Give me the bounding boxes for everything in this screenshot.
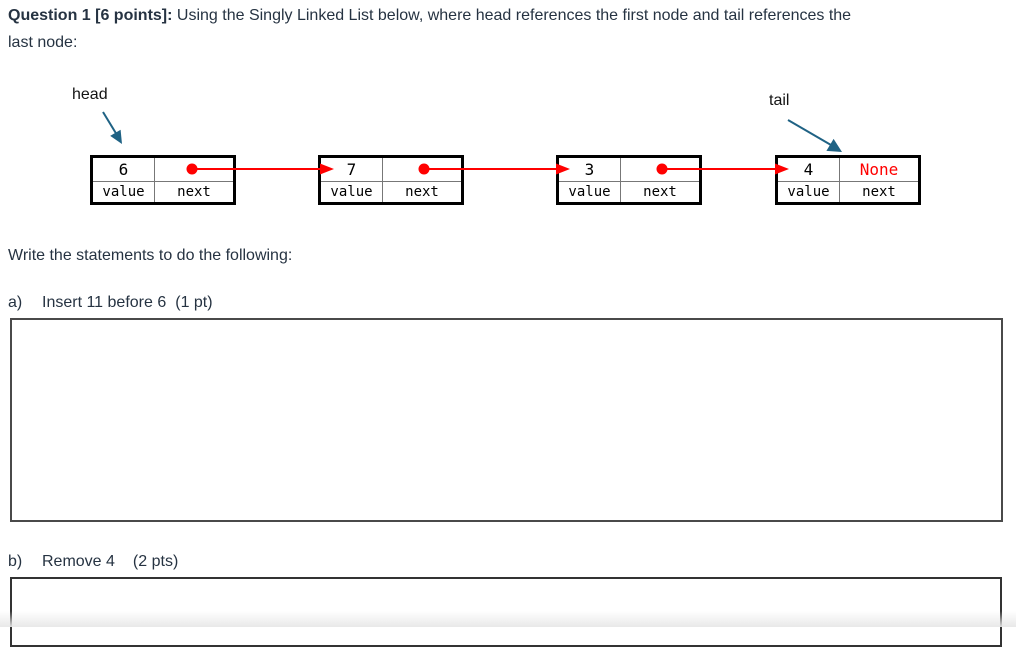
node-3-next-label: next [643, 184, 677, 200]
question-title-bold: Question 1 [6 points]: [8, 7, 173, 24]
node-4-next-label: next [862, 184, 896, 200]
question-a-line: a) Insert 11 before 6 (1 pt) [8, 294, 213, 312]
head-arrow-icon [102, 111, 122, 144]
node-4-value-label: value [778, 182, 840, 202]
node-2-value: 7 [321, 158, 383, 182]
question-title: Question 1 [6 points]: Using the Singly … [8, 2, 1012, 56]
answer-box-a[interactable] [10, 318, 1003, 522]
node-2-value-label: value [321, 182, 383, 202]
question-b-line: b) Remove 4 (2 pts) [8, 553, 178, 571]
node-1: 6 value next [90, 155, 236, 205]
node-3: 3 value next [556, 155, 702, 205]
node-4-value: 4 [778, 158, 840, 182]
node-1-next-slot [155, 158, 233, 182]
question-title-rest: Using the Singly Linked List below, wher… [172, 7, 852, 24]
tail-label: tail [769, 92, 790, 109]
node-2-next-slot [383, 158, 461, 182]
node-1-value-label: value [93, 182, 155, 202]
node-3-value: 3 [559, 158, 621, 182]
node-1-next-label: next [177, 184, 211, 200]
head-label: head [72, 86, 108, 103]
question-b-points: (2 pts) [132, 553, 179, 570]
question-a-points: (1 pt) [175, 294, 213, 311]
instructions-text: Write the statements to do the following… [8, 247, 293, 264]
node-4-next-none: None [840, 158, 918, 182]
node-3-value-label: value [559, 182, 621, 202]
page-bottom-fade [0, 611, 1016, 627]
node-4: 4 None value next [775, 155, 921, 205]
question-b-label: b) [8, 553, 23, 570]
node-3-next-slot [621, 158, 699, 182]
node-2: 7 value next [318, 155, 464, 205]
question-title-line2: last node: [8, 34, 78, 51]
question-a-text: Insert 11 before 6 [42, 294, 167, 311]
question-b-text: Remove 4 [42, 553, 115, 570]
node-1-value: 6 [93, 158, 155, 182]
node-2-next-label: next [405, 184, 439, 200]
question-a-label: a) [8, 294, 23, 311]
tail-arrow-icon [787, 119, 842, 152]
